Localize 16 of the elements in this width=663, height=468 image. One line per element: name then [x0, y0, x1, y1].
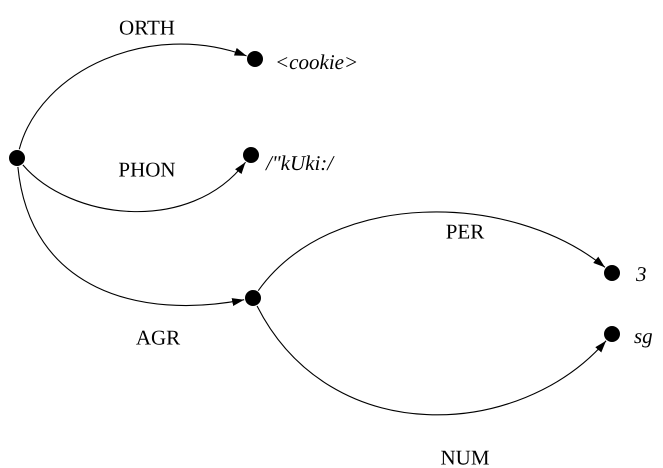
- feature-node: [243, 147, 259, 163]
- feature-node: [604, 326, 620, 342]
- value-text: /"kUki:/: [266, 153, 334, 174]
- feature-node: [247, 51, 263, 67]
- arrow: [17, 166, 244, 306]
- edge-label: NUM: [438, 448, 492, 468]
- arrow: [22, 162, 246, 212]
- arrow: [258, 212, 606, 292]
- feature-node: [9, 150, 25, 166]
- feature-node: [245, 290, 261, 306]
- value-text: sg: [634, 326, 653, 347]
- arrow: [256, 306, 606, 416]
- value-text: <cookie>: [275, 52, 358, 73]
- arrow: [18, 44, 247, 150]
- value-text: 3: [636, 264, 646, 285]
- feature-node: [604, 265, 620, 281]
